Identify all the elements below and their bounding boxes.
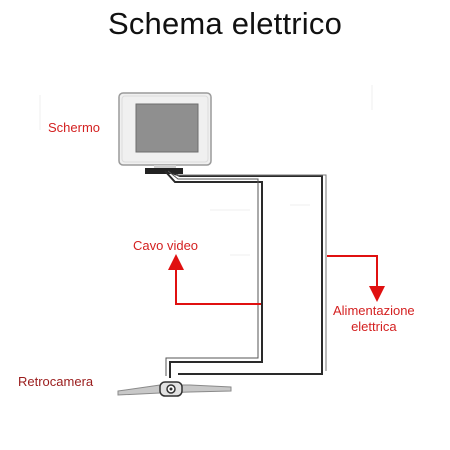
video-cable-wire xyxy=(164,170,263,378)
video-cable-label: Cavo video xyxy=(133,238,199,253)
power-supply-label: Alimentazione elettrica xyxy=(333,303,415,335)
power-supply-label-line2: elettrica xyxy=(351,319,397,334)
screen-label: Schermo xyxy=(48,120,101,135)
diagram-title: Schema elettrico xyxy=(107,6,343,41)
power-supply-label-line1: Alimentazione xyxy=(333,303,415,318)
background-faint-lines xyxy=(39,85,373,256)
video-cable-arrow xyxy=(168,254,261,305)
video-cable-wire-inner xyxy=(165,170,259,376)
camera-icon xyxy=(117,381,232,397)
rear-camera-label: Retrocamera xyxy=(18,374,94,389)
monitor-icon xyxy=(118,92,212,174)
power-supply-wire xyxy=(171,172,323,375)
power-supply-arrow xyxy=(327,255,385,302)
power-supply-wire-inner xyxy=(176,174,327,371)
